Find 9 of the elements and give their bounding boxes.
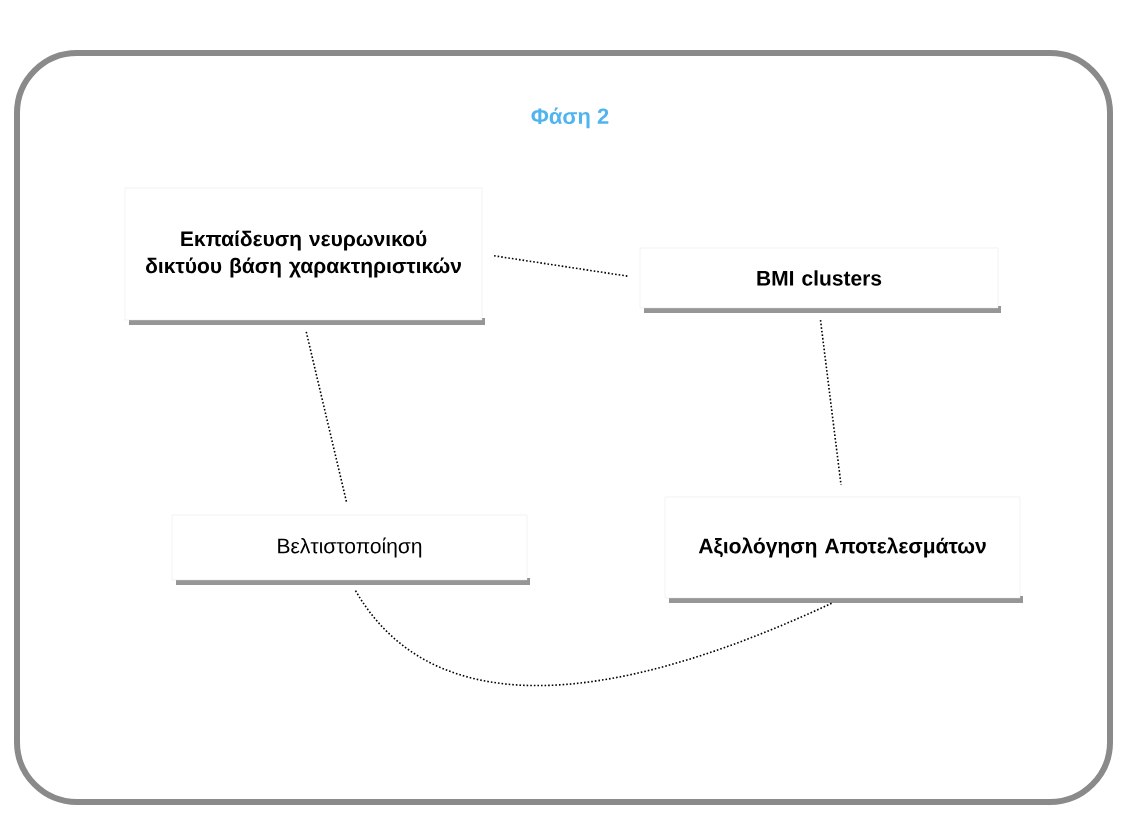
dotted-connector xyxy=(493,255,629,277)
title: Φάση 2 xyxy=(531,107,609,129)
process-box: Αξιολόγηση Αποτελεσμάτων xyxy=(664,496,1023,603)
process-box: Βελτιστοποίηση xyxy=(171,514,530,585)
process-box: BMI clusters xyxy=(639,247,1001,313)
dotted-connector xyxy=(354,589,833,687)
dotted-connector xyxy=(305,331,348,504)
process-box: Εκπαίδευση νευρωνικού δικτύου βάση χαρακτηριστικών xyxy=(124,187,485,325)
dotted-connector xyxy=(819,319,842,486)
